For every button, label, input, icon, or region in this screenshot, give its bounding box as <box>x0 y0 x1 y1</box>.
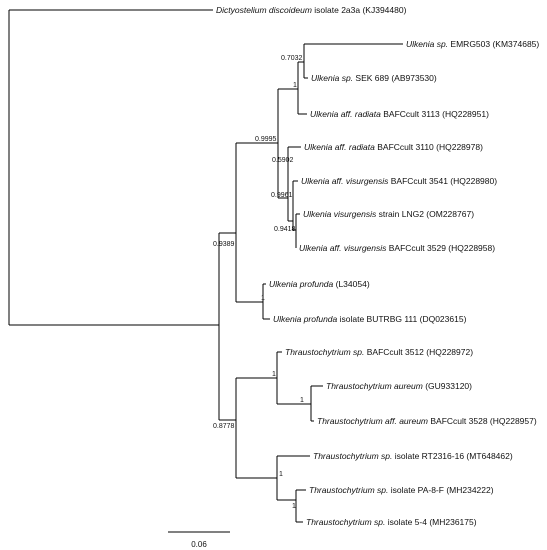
leaf-label: Thraustochytrium sp. isolate PA-8-F (MH2… <box>309 485 494 495</box>
leaf-label: Thraustochytrium aureum (GU933120) <box>326 381 472 391</box>
leaf-label: Ulkenia sp. SEK 689 (AB973530) <box>311 73 437 83</box>
leaf-label: Thraustochytrium sp. BAFCcult 3512 (HQ22… <box>285 347 473 357</box>
support-value: 1 <box>279 471 283 478</box>
leaf-label: Ulkenia aff. visurgensis BAFCcult 3529 (… <box>299 243 495 253</box>
leaf-label: Thraustochytrium aff. aureum BAFCcult 35… <box>317 416 537 426</box>
support-value: 1 <box>272 371 276 378</box>
leaf-label: Ulkenia aff. visurgensis BAFCcult 3541 (… <box>301 176 497 186</box>
leaf-label: Thraustochytrium sp. isolate RT2316-16 (… <box>313 451 513 461</box>
leaf-label: Ulkenia profunda isolate BUTRBG 111 (DQ0… <box>273 314 467 324</box>
support-value: 0.7032 <box>281 55 303 62</box>
support-value: 1 <box>261 295 265 302</box>
scale-bar: 0.06 <box>168 531 230 549</box>
support-value: 0.8778 <box>213 423 235 430</box>
leaf-label: Ulkenia profunda (L34054) <box>269 279 370 289</box>
leaf-labels: Dictyostelium discoideum isolate 2a3a (K… <box>216 5 539 527</box>
support-value: 0.9995 <box>255 136 277 143</box>
leaf-label: Dictyostelium discoideum isolate 2a3a (K… <box>216 5 407 15</box>
support-value: 1 <box>293 82 297 89</box>
support-value: 0.5902 <box>272 157 294 164</box>
leaf-label: Thraustochytrium sp. isolate 5-4 (MH2361… <box>306 517 477 527</box>
support-values: 0.7032 1 0.9995 0.5902 0.9961 0.9418 0.9… <box>213 55 304 510</box>
support-value: 1 <box>300 397 304 404</box>
scale-bar-label: 0.06 <box>191 540 207 549</box>
support-value: 0.9418 <box>274 226 296 233</box>
leaf-label: Ulkenia sp. EMRG503 (KM374685) <box>406 39 539 49</box>
tree-branches <box>8 9 403 523</box>
leaf-label: Ulkenia aff. radiata BAFCcult 3113 (HQ22… <box>310 109 489 119</box>
support-value: 0.9389 <box>213 241 235 248</box>
leaf-label: Ulkenia aff. radiata BAFCcult 3110 (HQ22… <box>304 142 483 152</box>
support-value: 0.9961 <box>271 192 293 199</box>
leaf-label: Ulkenia visurgensis strain LNG2 (OM22876… <box>303 209 474 219</box>
support-value: 1 <box>292 503 296 510</box>
